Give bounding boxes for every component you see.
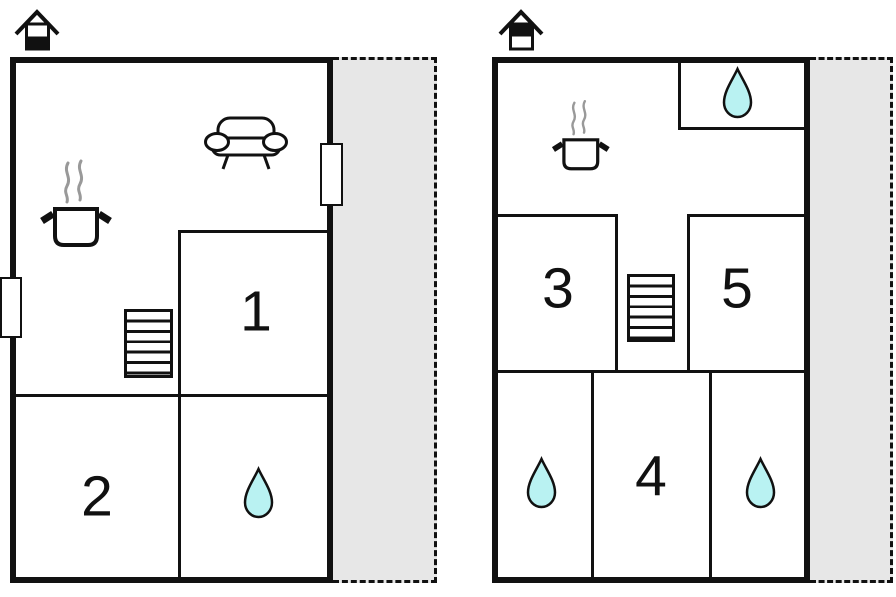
- lower-divider-wall: [178, 394, 181, 580]
- room-label: 3: [542, 256, 574, 321]
- room-label: 5: [721, 256, 753, 321]
- water-drop-icon: [526, 455, 557, 509]
- room5-wall-top: [687, 214, 808, 217]
- middle-wall: [12, 394, 333, 397]
- room-label: 1: [240, 279, 272, 344]
- house-upper-floor-icon: [498, 9, 544, 51]
- terrace-area: [810, 57, 893, 583]
- window-marker-right: [320, 143, 343, 206]
- lower-divider-wall-a: [591, 370, 594, 580]
- room3-wall-top: [495, 214, 618, 217]
- stairs-icon: [627, 274, 675, 342]
- water-drop-icon: [745, 455, 776, 509]
- cooking-pot-icon: [551, 100, 610, 171]
- room5-wall-left: [687, 214, 690, 373]
- middle-wall: [494, 370, 808, 373]
- house-ground-floor-icon: [14, 9, 60, 51]
- water-drop-icon: [722, 65, 753, 119]
- window-marker-left: [0, 277, 22, 338]
- stairs-icon: [124, 309, 173, 378]
- terrace-area: [333, 57, 437, 583]
- bathroom-wall-left: [678, 60, 681, 130]
- bathroom-wall-bottom: [678, 127, 808, 130]
- cooking-pot-icon: [40, 159, 112, 247]
- outer-wall: [492, 57, 810, 583]
- water-drop-icon: [243, 465, 274, 519]
- room-label: 2: [81, 464, 113, 529]
- sofa-icon: [204, 116, 288, 170]
- room-label: 4: [635, 444, 667, 509]
- room1-wall-top: [178, 230, 333, 233]
- room3-wall-right: [615, 214, 618, 373]
- lower-divider-wall-b: [709, 370, 712, 580]
- room1-wall-left: [178, 230, 181, 397]
